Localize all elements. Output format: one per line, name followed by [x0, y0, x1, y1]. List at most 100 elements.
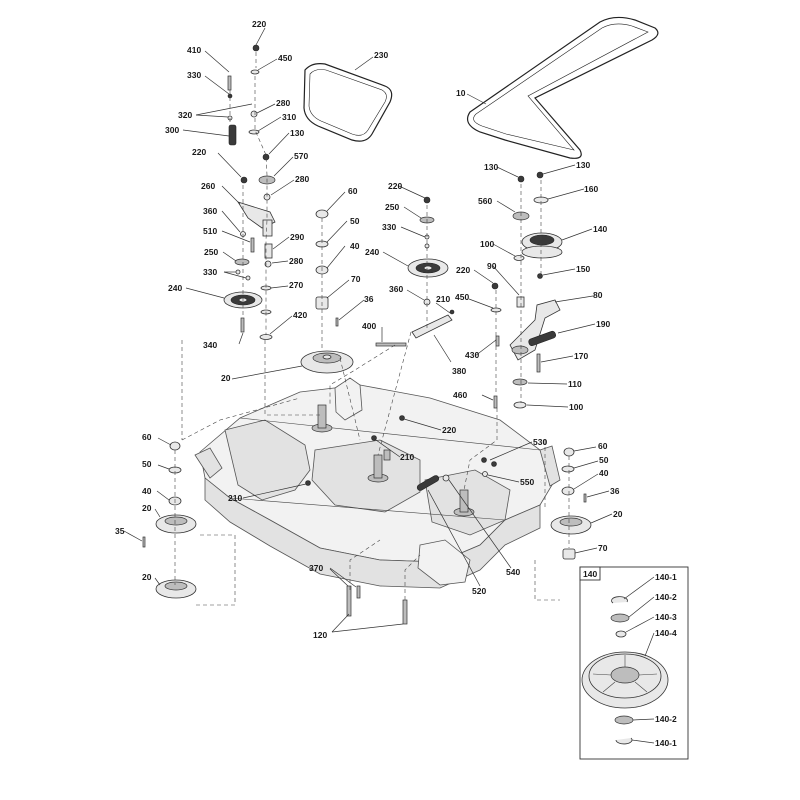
- leader-line-70: [573, 446, 597, 452]
- deck-rear-bracket: [334, 377, 363, 421]
- nut-220-mid: [240, 176, 248, 184]
- nut-210c: [305, 480, 311, 486]
- bolt-460: [493, 395, 498, 409]
- callout-60: 60: [348, 186, 358, 196]
- leader-line-66: [156, 490, 170, 501]
- callout-20: 20: [613, 509, 623, 519]
- leader-line-86: [632, 718, 655, 721]
- nut-530b: [491, 461, 497, 467]
- leader-line-43: [542, 164, 576, 175]
- leader-line-50: [473, 269, 494, 284]
- inset-callout-140-1: 140-1: [655, 738, 677, 748]
- spindle-shaft-left: [317, 404, 327, 429]
- spring-520: [416, 475, 440, 491]
- leader-line-52: [554, 295, 594, 303]
- bolt-510: [250, 237, 255, 253]
- leader-line-87: [631, 739, 655, 744]
- callout-360: 360: [203, 206, 217, 216]
- callout-240: 240: [365, 247, 379, 257]
- callout-220: 220: [252, 19, 266, 29]
- callout-60: 60: [142, 432, 152, 442]
- leader-line-77: [329, 567, 357, 588]
- belt-10: [467, 16, 659, 159]
- leader-line-21: [272, 236, 290, 250]
- callout-240: 240: [168, 283, 182, 293]
- leader-line-6: [466, 93, 487, 105]
- inset-callout-140-4: 140-4: [655, 628, 677, 638]
- washer-310: [248, 129, 260, 135]
- leader-line-82: [623, 576, 655, 600]
- washer-550: [482, 471, 488, 477]
- key-35: [142, 536, 146, 548]
- callout-100: 100: [480, 239, 494, 249]
- leader-line-59: [403, 418, 442, 431]
- callout-140: 140: [593, 224, 607, 234]
- leader-line-68: [123, 530, 143, 542]
- leader-line-45: [547, 188, 585, 200]
- idler-arm-80: [509, 299, 561, 361]
- leader-line-4: [354, 56, 374, 71]
- bearing-250: [234, 258, 250, 266]
- inset-callout-140-2: 140-2: [655, 714, 677, 724]
- nut-130b: [517, 175, 525, 183]
- callout-160: 160: [584, 184, 598, 194]
- callout-130: 130: [290, 128, 304, 138]
- leader-line-11: [182, 129, 230, 137]
- callout-36: 36: [364, 294, 374, 304]
- callout-450: 450: [278, 53, 292, 63]
- callout-250: 250: [204, 247, 218, 257]
- leader-line-56: [527, 382, 568, 385]
- leader-line-61: [489, 441, 533, 461]
- leader-line-3: [257, 58, 278, 71]
- callout-100: 100: [569, 402, 583, 412]
- spring-300: [228, 124, 237, 146]
- dash-left-stack: [254, 76, 268, 335]
- washer-330-low: [235, 269, 241, 275]
- nut-60a: [315, 209, 329, 219]
- right-outer-spindle: [550, 447, 592, 560]
- leader-line-83: [628, 596, 655, 618]
- callout-310: 310: [282, 112, 296, 122]
- inset-pulley-140: 140: [579, 566, 689, 760]
- leader-line-38: [382, 251, 409, 267]
- leader-line-39: [406, 289, 425, 301]
- leader-line-22: [326, 245, 346, 269]
- inset-callout-140-3: 140-3: [655, 612, 677, 622]
- deck-front-bracket: [417, 539, 471, 586]
- deck-bracket-tab: [383, 449, 391, 461]
- nut-220-top: [252, 44, 260, 52]
- callout-70: 70: [351, 274, 361, 284]
- bolt-340: [240, 317, 245, 333]
- inset-title: 140: [583, 569, 597, 579]
- inset-callout-140-1: 140-1: [655, 572, 677, 582]
- bolt-370: [346, 585, 352, 617]
- bolt-370b: [356, 585, 361, 599]
- dash-center-b: [377, 331, 412, 456]
- leader-line-30: [269, 315, 293, 335]
- leader-line-76: [329, 568, 349, 587]
- leader-line-53: [557, 323, 596, 334]
- leader-line-5: [204, 75, 230, 95]
- deck-ridge-line: [239, 417, 541, 451]
- dash-bolt-400: [329, 344, 396, 405]
- leader-line-79: [331, 623, 404, 633]
- pulley-20d-hub: [559, 517, 583, 527]
- callout-210: 210: [400, 452, 414, 462]
- leader-line-69: [154, 577, 161, 586]
- dash-center-a: [339, 357, 361, 441]
- leader-line-33: [231, 365, 303, 380]
- leader-line-28: [326, 279, 350, 299]
- deck-center-housing: [311, 439, 421, 513]
- callout-220: 220: [456, 265, 470, 275]
- callout-40: 40: [599, 468, 609, 478]
- callout-460: 460: [453, 390, 467, 400]
- callout-170: 170: [574, 351, 588, 361]
- washer-280-low: [264, 260, 272, 268]
- callout-35: 35: [115, 526, 125, 536]
- leader-line-67: [154, 508, 161, 518]
- callout-430: 430: [465, 350, 479, 360]
- washer-50c: [561, 465, 575, 473]
- leader-line-58: [526, 404, 569, 408]
- leader-line-31: [338, 299, 365, 321]
- leader-line-78: [331, 613, 350, 633]
